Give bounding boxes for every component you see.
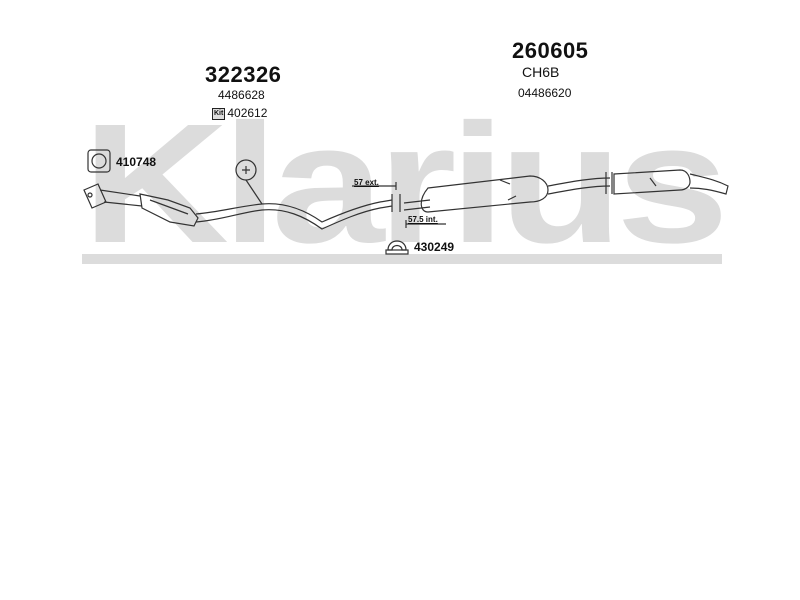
tail-tip <box>689 173 729 195</box>
kit-icon: Kit <box>212 107 226 120</box>
rear-silencer <box>613 169 691 195</box>
watermark-underline <box>82 254 722 264</box>
rear-pipe <box>547 177 611 195</box>
brand-watermark: Klarius <box>82 106 722 272</box>
gasket-part-number: 410748 <box>116 155 157 169</box>
watermark-text: Klarius <box>82 106 722 272</box>
dimension-ext: 57 ext. <box>354 178 379 187</box>
gasket-icon <box>87 149 111 173</box>
watermark-graphic: Klarius <box>82 106 722 272</box>
front-pipe-oe-ref: 4486628 <box>218 88 265 102</box>
front-flange <box>83 183 107 209</box>
joint-marks <box>391 194 401 212</box>
rear-section-oe-ref: 04486620 <box>518 86 572 100</box>
front-pipe-part-number: 322326 <box>205 62 282 87</box>
middle-silencer <box>420 175 549 213</box>
downpipe <box>99 189 143 207</box>
rear-section-code: CH6B <box>522 64 560 80</box>
front-pipe <box>195 199 393 223</box>
clamp-icon <box>387 240 407 251</box>
intermediate-pipe <box>403 199 431 211</box>
front-pipe-kit-number: 402612 <box>227 106 268 120</box>
rear-section-part-number: 260605 <box>512 38 589 63</box>
dimension-int: 57.5 int. <box>408 215 438 224</box>
catalytic-converter <box>139 193 199 227</box>
clamp-part-number: 430249 <box>414 240 455 254</box>
